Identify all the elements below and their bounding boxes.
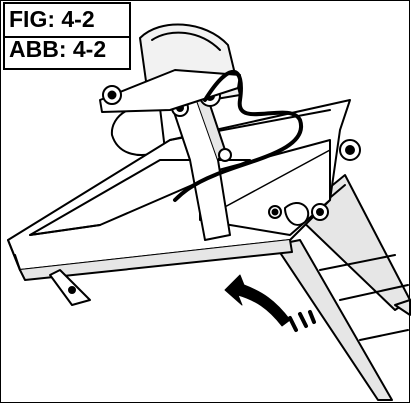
label-divider xyxy=(5,36,129,38)
fasteners xyxy=(268,139,361,226)
figure-label-box: FIG: 4-2 ABB: 4-2 xyxy=(3,2,131,70)
figure-number-english: FIG: 4-2 xyxy=(9,6,95,32)
motor-arm xyxy=(99,69,241,113)
rotation-arrow-icon xyxy=(224,274,316,332)
power-cable xyxy=(173,69,304,202)
figure-number-german: ABB: 4-2 xyxy=(9,36,107,62)
